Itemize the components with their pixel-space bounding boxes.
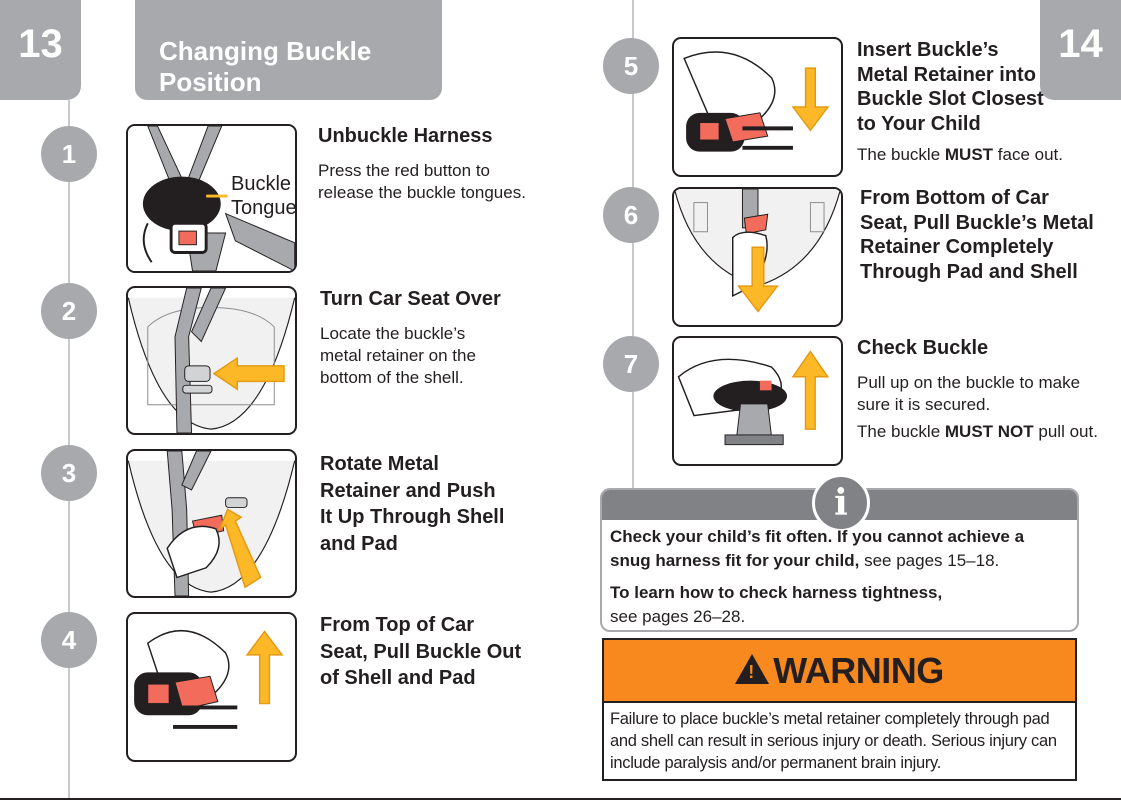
center-rule — [632, 0, 634, 488]
step-4-circle: 4 — [41, 612, 97, 668]
buckle-tongue-callout: Buckle Tongue — [231, 172, 297, 220]
step-4-illustration — [126, 612, 297, 762]
body-line: Press the red button to — [318, 161, 490, 180]
page-bottom-rule — [0, 798, 1121, 800]
warning-heading: WARNING — [773, 649, 944, 691]
step-6-title: From Bottom of Car Seat, Pull Buckle’s M… — [860, 186, 1094, 284]
step-2-title: Turn Car Seat Over — [320, 287, 501, 312]
title-line: Buckle Slot Closest — [857, 88, 1044, 110]
step-2-body: Locate the buckle’s metal retainer on th… — [320, 323, 476, 389]
step-1-illustration — [126, 124, 297, 273]
step-1-circle: 1 — [41, 126, 97, 182]
body-emphasis: MUST NOT — [944, 422, 1034, 441]
title-line: Check Buckle — [857, 337, 989, 359]
title-line: and Pad — [320, 532, 398, 555]
step-7-title: Check Buckle — [857, 336, 988, 361]
title-line: Turn Car Seat Over — [320, 288, 501, 310]
step-3-circle: 3 — [41, 445, 97, 501]
title-line: Retainer and Push — [320, 479, 496, 502]
page-number-13: 13 — [18, 21, 63, 66]
warning-triangle-icon: ! — [735, 653, 770, 684]
title-line: Retainer Completely — [860, 236, 1054, 258]
info-box: i Check your child’s fit often. If you c… — [600, 474, 1079, 632]
page-number-left: 13 — [0, 0, 81, 100]
body-line: bottom of the shell. — [320, 368, 464, 387]
callout-line-2: Tongue — [231, 197, 297, 219]
step-5-body: The buckle MUST face out. — [857, 144, 1063, 166]
step-2-illustration — [126, 286, 297, 435]
step-5-illustration — [672, 37, 843, 177]
warning-header: ! WARNING — [604, 640, 1075, 703]
step-6-circle: 6 — [603, 187, 659, 243]
callout-line-1: Buckle — [231, 173, 292, 195]
step-7-illustration — [672, 336, 843, 466]
body-line: sure it is secured. — [857, 395, 991, 414]
step-3-illustration — [126, 449, 297, 598]
title-line: From Top of Car — [320, 614, 475, 636]
info-line-1: Check your child’s fit often. If you can… — [610, 527, 1025, 546]
body-line-must-not: The buckle MUST NOT pull out. — [857, 421, 1098, 443]
body-text: face out. — [993, 145, 1063, 164]
title-line: of Shell and Pad — [320, 667, 476, 689]
title-line: Metal Retainer into — [857, 63, 1036, 86]
step-3-title: Rotate Metal Retainer and Push It Up Thr… — [320, 451, 504, 557]
step-2-circle: 2 — [41, 283, 97, 339]
info-line-2-bold: snug harness fit for your child, — [610, 551, 860, 570]
info-line-4: see pages 26–28. — [610, 607, 746, 626]
body-line: metal retainer on the — [320, 346, 476, 365]
body-line: Locate the buckle’s — [320, 324, 466, 343]
info-line-3: To learn how to check harness tightness, — [610, 583, 943, 602]
step-1-body: Press the red button to release the buck… — [318, 160, 526, 204]
title-line: Rotate Metal — [320, 453, 439, 475]
warning-box: ! WARNING Failure to place buckle’s meta… — [602, 638, 1077, 781]
info-icon: i — [812, 474, 870, 532]
step-4-title: From Top of Car Seat, Pull Buckle Out of… — [320, 612, 521, 692]
title-line: Through Pad and Shell — [860, 260, 1078, 283]
body-line: release the buckle tongues. — [318, 183, 526, 202]
warning-text: Failure to place buckle’s metal retainer… — [610, 710, 1057, 772]
title-line: From Bottom of Car — [860, 187, 1049, 209]
info-text: Check your child’s fit often. If you can… — [610, 525, 1075, 629]
title-line: Unbuckle Harness — [318, 125, 493, 147]
body-line: Pull up on the buckle to make — [857, 373, 1081, 392]
body-text: The buckle — [857, 422, 945, 441]
step-6-illustration — [672, 187, 843, 327]
title-line: Seat, Pull Buckle Out — [320, 640, 522, 663]
step-5-circle: 5 — [603, 38, 659, 94]
section-title: Changing Buckle Position — [135, 0, 442, 100]
body-text: The buckle — [857, 145, 945, 164]
info-line-2: see pages 15–18. — [859, 551, 1000, 570]
step-1-title: Unbuckle Harness — [318, 124, 493, 149]
step-7-circle: 7 — [603, 336, 659, 392]
body-text: pull out. — [1033, 422, 1098, 441]
step-5-title: Insert Buckle’s Metal Retainer into Buck… — [857, 38, 1044, 136]
title-line: It Up Through Shell — [320, 506, 505, 528]
page-number-14: 14 — [1058, 21, 1103, 66]
step-7-body: Pull up on the buckle to make sure it is… — [857, 372, 1098, 443]
page-number-right: 14 — [1040, 0, 1121, 100]
title-line: Insert Buckle’s — [857, 39, 999, 61]
title-line: to Your Child — [857, 112, 981, 135]
title-line: Seat, Pull Buckle’s Metal — [860, 211, 1094, 234]
body-emphasis: MUST — [944, 145, 994, 164]
